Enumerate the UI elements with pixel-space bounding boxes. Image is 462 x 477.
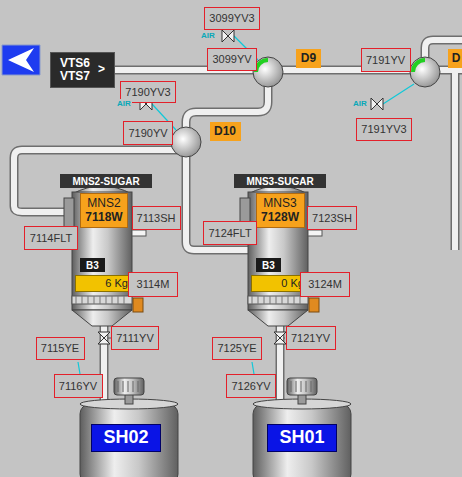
tag-text: VTS6 VTS7	[60, 57, 90, 83]
diverter-valves	[171, 57, 440, 157]
diverter-right	[410, 57, 440, 87]
diverter-path	[413, 60, 425, 72]
tag-box: 7113SH	[132, 206, 181, 230]
pipe-outline	[14, 40, 462, 402]
tag-box: 7190YV	[123, 121, 173, 145]
tag-text: 7126YV	[231, 380, 270, 392]
tag-text: 7191YV3	[361, 123, 406, 135]
tag-text: 7118W	[85, 211, 122, 224]
tag-text: MNS3	[263, 197, 296, 210]
tank-header: MNS2-SUGAR	[60, 174, 152, 188]
tag-box: 3114M	[128, 272, 178, 297]
tag-text: 7124FLT	[208, 227, 251, 239]
weigher-tag: MNS37128W	[256, 193, 305, 228]
tag-text: 3099YV	[212, 53, 251, 65]
tag-text: 7190YV	[128, 127, 167, 139]
diverter-label: D10	[210, 122, 241, 141]
status-badge: B3	[256, 258, 281, 272]
tag-text: MNS2	[87, 197, 120, 210]
air-line	[383, 84, 414, 104]
status-badge: B3	[80, 258, 105, 272]
tag-text: 3099YV3	[209, 12, 254, 24]
diverter-d10	[171, 127, 201, 157]
tag-text: 7111YV	[116, 332, 154, 344]
tag-text: D9	[301, 52, 316, 65]
tag-box: 3124M	[300, 272, 350, 297]
air-lines	[51, 36, 414, 374]
tag-box: 7116YV	[54, 374, 103, 398]
tank-header: MNS3-SUGAR	[234, 174, 326, 188]
nav-arrow	[8, 48, 34, 72]
air-label: AIR	[352, 99, 368, 108]
tag-text: >	[98, 63, 105, 76]
tag-text: 7125YE	[217, 342, 256, 354]
tag-box: 7191YV3	[356, 118, 412, 141]
tag-text: SH01	[279, 428, 324, 448]
air-label: AIR	[200, 31, 216, 40]
tag-box: 7115YE	[36, 337, 85, 360]
tag-text: 7116YV	[59, 380, 97, 392]
nav-target-box: VTS6 VTS7 >	[50, 52, 115, 88]
tag-box: 7121YV	[286, 326, 336, 350]
tag-box: 3099YV	[207, 48, 257, 71]
tag-text: D10	[214, 125, 236, 138]
diverter-d9	[253, 57, 283, 87]
tag-text: 7115YE	[41, 342, 79, 354]
diverter-label: D	[448, 49, 462, 68]
vessel-label: SH02	[91, 424, 161, 452]
weight-display: 6 Kg	[75, 275, 132, 292]
solenoid-valve	[222, 30, 234, 42]
tag-text: 6 Kg	[105, 277, 128, 289]
tag-text: 7114FLT	[30, 232, 72, 244]
air-label: AIR	[116, 99, 132, 108]
tag-box: 7191YV	[361, 48, 411, 72]
diverter-label: D9	[296, 49, 321, 68]
tag-text: B3	[86, 260, 99, 271]
tag-text: 7113SH	[137, 212, 176, 224]
discharge-valve	[274, 332, 286, 344]
tag-box: 7125YE	[212, 337, 262, 360]
weigher-tag: MNS27118W	[80, 193, 128, 228]
solenoid-valve	[371, 98, 383, 110]
tag-box: 7123SH	[307, 206, 357, 230]
tag-text: SH02	[103, 428, 148, 448]
vessel-label: SH01	[267, 424, 337, 452]
tag-text: B3	[262, 260, 275, 271]
tag-text: MNS3-SUGAR	[246, 176, 313, 187]
nav-button	[2, 45, 40, 75]
pipe-fill	[14, 40, 462, 402]
tag-text: 3114M	[137, 278, 170, 290]
tag-box: 7111YV	[111, 326, 159, 350]
tag-text: 7190YV3	[125, 86, 170, 98]
tag-text: 7128W	[261, 211, 299, 224]
tag-text: 7123SH	[312, 212, 352, 224]
tag-text: 3124M	[308, 278, 342, 290]
tag-text: 7121YV	[291, 332, 330, 344]
tag-box: 7114FLT	[24, 226, 78, 250]
tag-text: 7191YV	[366, 54, 405, 66]
tag-text: MNS2-SUGAR	[72, 176, 139, 187]
tag-box: 3099YV3	[204, 7, 260, 30]
tag-box: 7124FLT	[203, 221, 257, 245]
tag-box: 7126YV	[226, 374, 276, 398]
tag-text: D	[452, 52, 461, 65]
diverter-path	[256, 60, 268, 72]
